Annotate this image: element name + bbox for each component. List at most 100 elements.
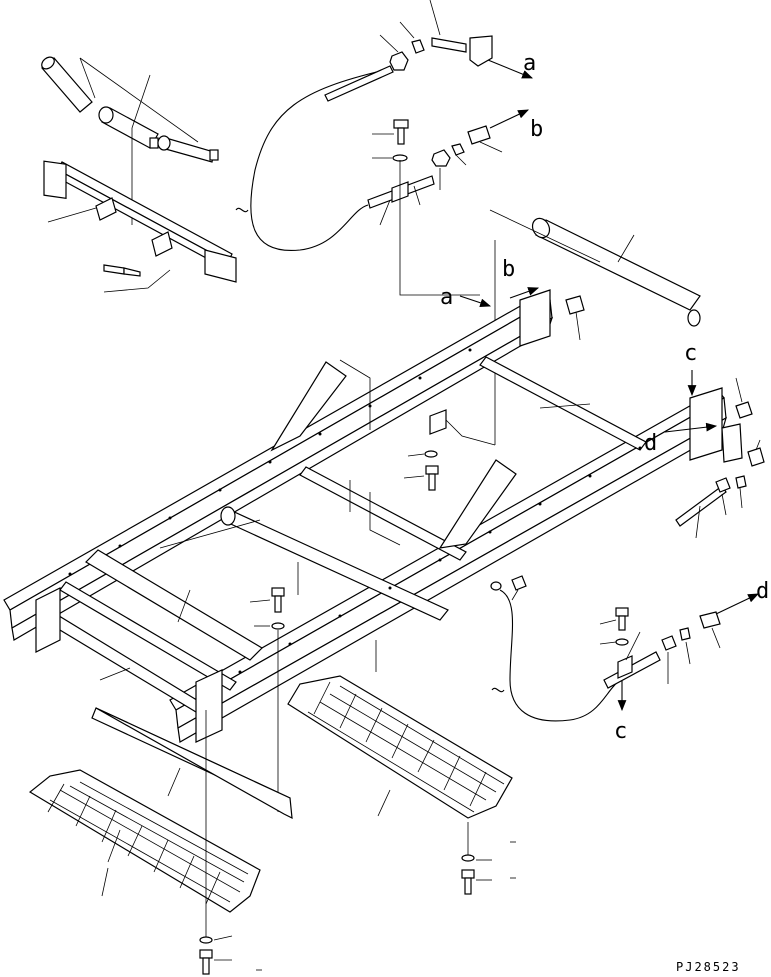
leader-line [721,493,727,516]
bolt [615,607,629,631]
leader-line [101,867,109,897]
bracket-plate [429,409,496,446]
fitting [735,401,753,419]
leader-line [79,57,96,99]
leader-line [107,829,121,863]
leader-line [445,419,496,446]
bracket-bar [43,160,237,283]
nut [431,149,451,167]
end-plate [689,387,723,461]
arrow-d-mid [664,422,718,433]
fitting [699,611,721,629]
leader-line [103,269,171,293]
nut [511,575,527,591]
cover-right [287,675,513,819]
adapter [679,627,691,641]
leader-line [99,667,131,681]
washer [615,638,629,646]
nut [715,477,731,493]
rail-holes [68,348,642,674]
roller-end [220,506,236,526]
label-c-top: c [684,341,697,366]
bolt [271,587,285,613]
leader-line [739,487,743,509]
gusset [270,361,347,452]
leader-line [711,627,721,649]
leader-line [617,234,635,263]
hose-assembly-right: c d c [490,295,769,744]
fitting-elbow [431,35,493,67]
leader-line [403,475,425,479]
leader-line [131,74,151,129]
leader-line [429,0,441,36]
bolt [461,869,475,895]
cross-member [479,356,647,451]
cross-member [299,466,467,561]
nut [389,51,409,71]
fitting [565,295,585,315]
label-c-bottom: c [614,719,627,744]
tube [324,65,394,102]
label-b-mid: b [502,257,515,282]
leader-line [213,935,233,941]
leader-line [379,34,399,53]
adapter [451,143,465,156]
leader-line [575,311,581,341]
roller-small [157,135,219,163]
end-plate [195,669,223,743]
leader-line [413,185,421,206]
leader-line [407,453,425,457]
leader-line [167,767,181,797]
tube [675,485,727,527]
leader-line [599,619,617,625]
roller-small [41,56,93,113]
hose-assembly-top: a b [235,0,543,445]
leader-line [379,199,391,226]
main-frame [3,289,727,743]
leader-line [159,519,261,549]
end-plate [519,289,551,347]
leader-line [369,492,401,546]
washer [199,936,213,944]
bolt [425,465,439,491]
leader-line [47,207,97,223]
leader-line [511,589,519,601]
bar-lower [91,707,293,820]
gusset [438,459,517,549]
cross-member [59,581,237,691]
leader-line [695,505,701,539]
washer [271,622,285,630]
roller-bracket-assembly [41,56,237,293]
leader-line [399,160,480,296]
leader-line [79,57,199,143]
nut [661,635,677,651]
leader-line [455,154,467,166]
leader-line [377,789,391,817]
leader-line [735,377,743,403]
arrow-b-top [489,109,529,129]
washer [424,450,438,458]
leader-line [489,209,601,263]
adapter [411,39,425,54]
adapter [735,475,747,489]
arrow-b-mid [509,287,540,299]
arrow-a-mid [459,295,492,308]
roller-small [98,106,159,149]
leader-line [399,21,415,39]
cover-left [28,769,261,913]
block [721,423,743,463]
bolt [393,119,409,145]
washer [461,854,475,862]
bolt [199,949,213,975]
leader-line [339,359,371,430]
hose-line [250,69,386,251]
hose-line [499,589,621,722]
label-a-mid: a [440,285,453,310]
leader-line [479,141,503,153]
leader-line [625,631,641,661]
leader-line [539,403,591,409]
roller-large [489,209,701,327]
bolt [103,264,141,277]
washer [490,581,502,591]
